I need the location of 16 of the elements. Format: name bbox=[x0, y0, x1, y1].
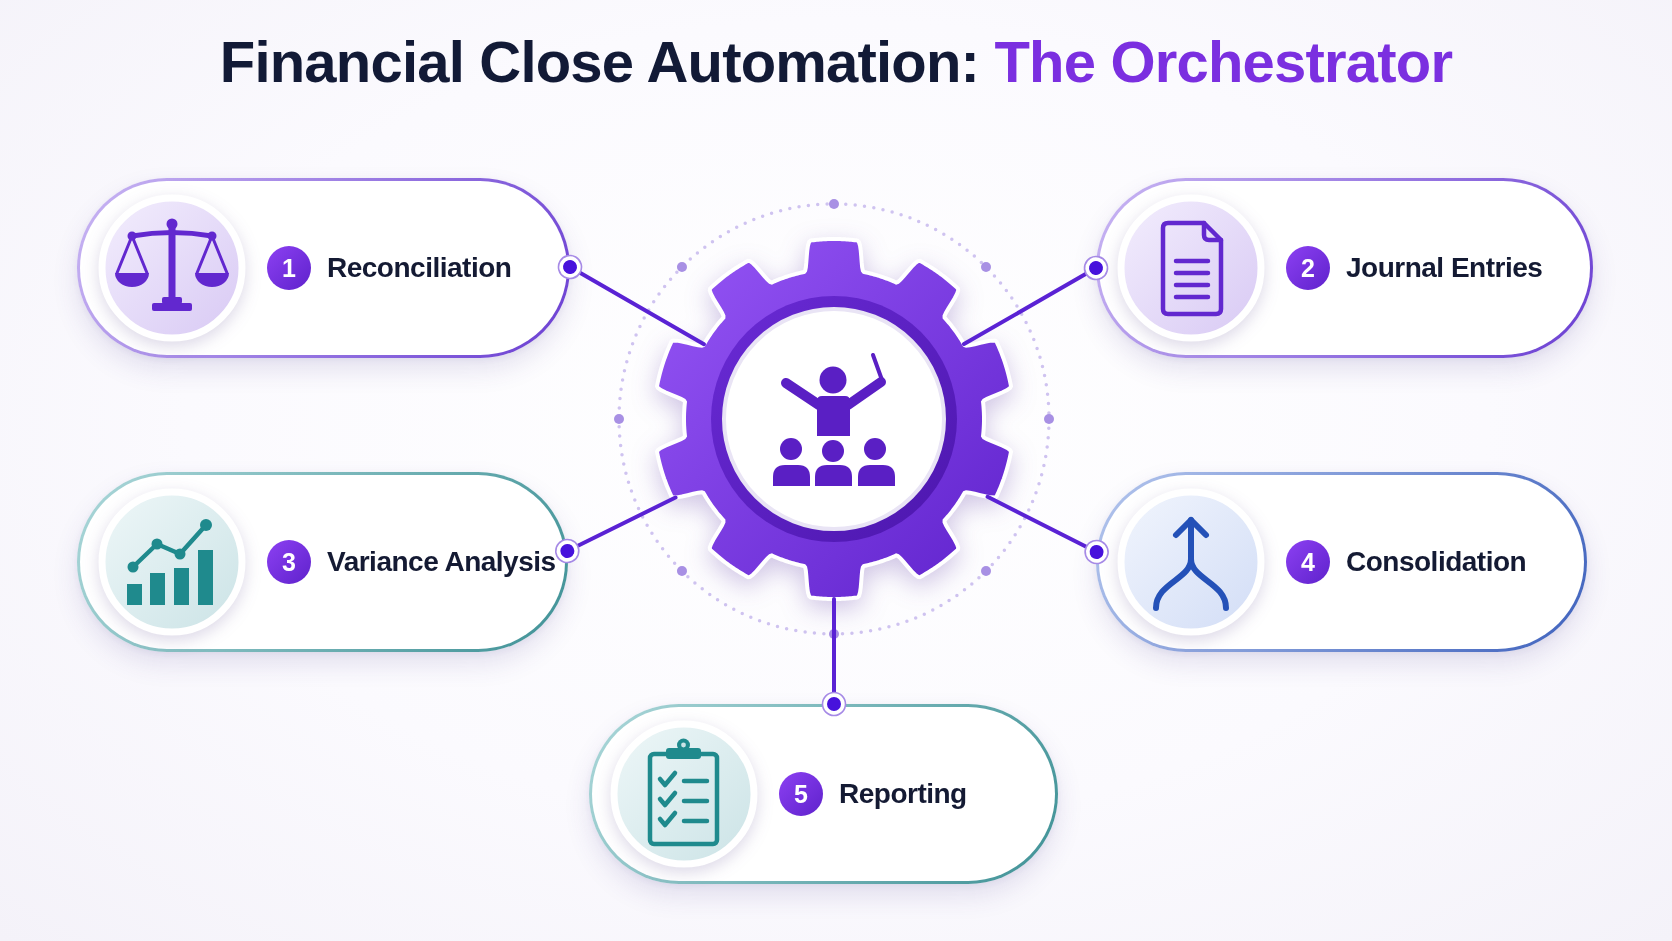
step-label: Variance Analysis bbox=[327, 546, 556, 578]
connector-line bbox=[557, 254, 706, 347]
connector-line bbox=[962, 255, 1109, 347]
step-label: Reconciliation bbox=[327, 252, 512, 284]
step-label: Consolidation bbox=[1346, 546, 1527, 578]
title-heading: Financial Close Automation: The Orchestrator bbox=[219, 28, 1453, 96]
step-number-badge: 2 bbox=[1286, 246, 1330, 290]
connector-line bbox=[821, 597, 847, 717]
step-number-badge: 5 bbox=[779, 772, 823, 816]
connector-line bbox=[985, 494, 1109, 565]
step-number-badge: 3 bbox=[267, 540, 311, 584]
step-number-badge: 1 bbox=[267, 246, 311, 290]
step-number-badge: 4 bbox=[1286, 540, 1330, 584]
step-label: Reporting bbox=[839, 778, 967, 810]
connector-line bbox=[555, 495, 678, 564]
step-label: Journal Entries bbox=[1346, 252, 1543, 284]
